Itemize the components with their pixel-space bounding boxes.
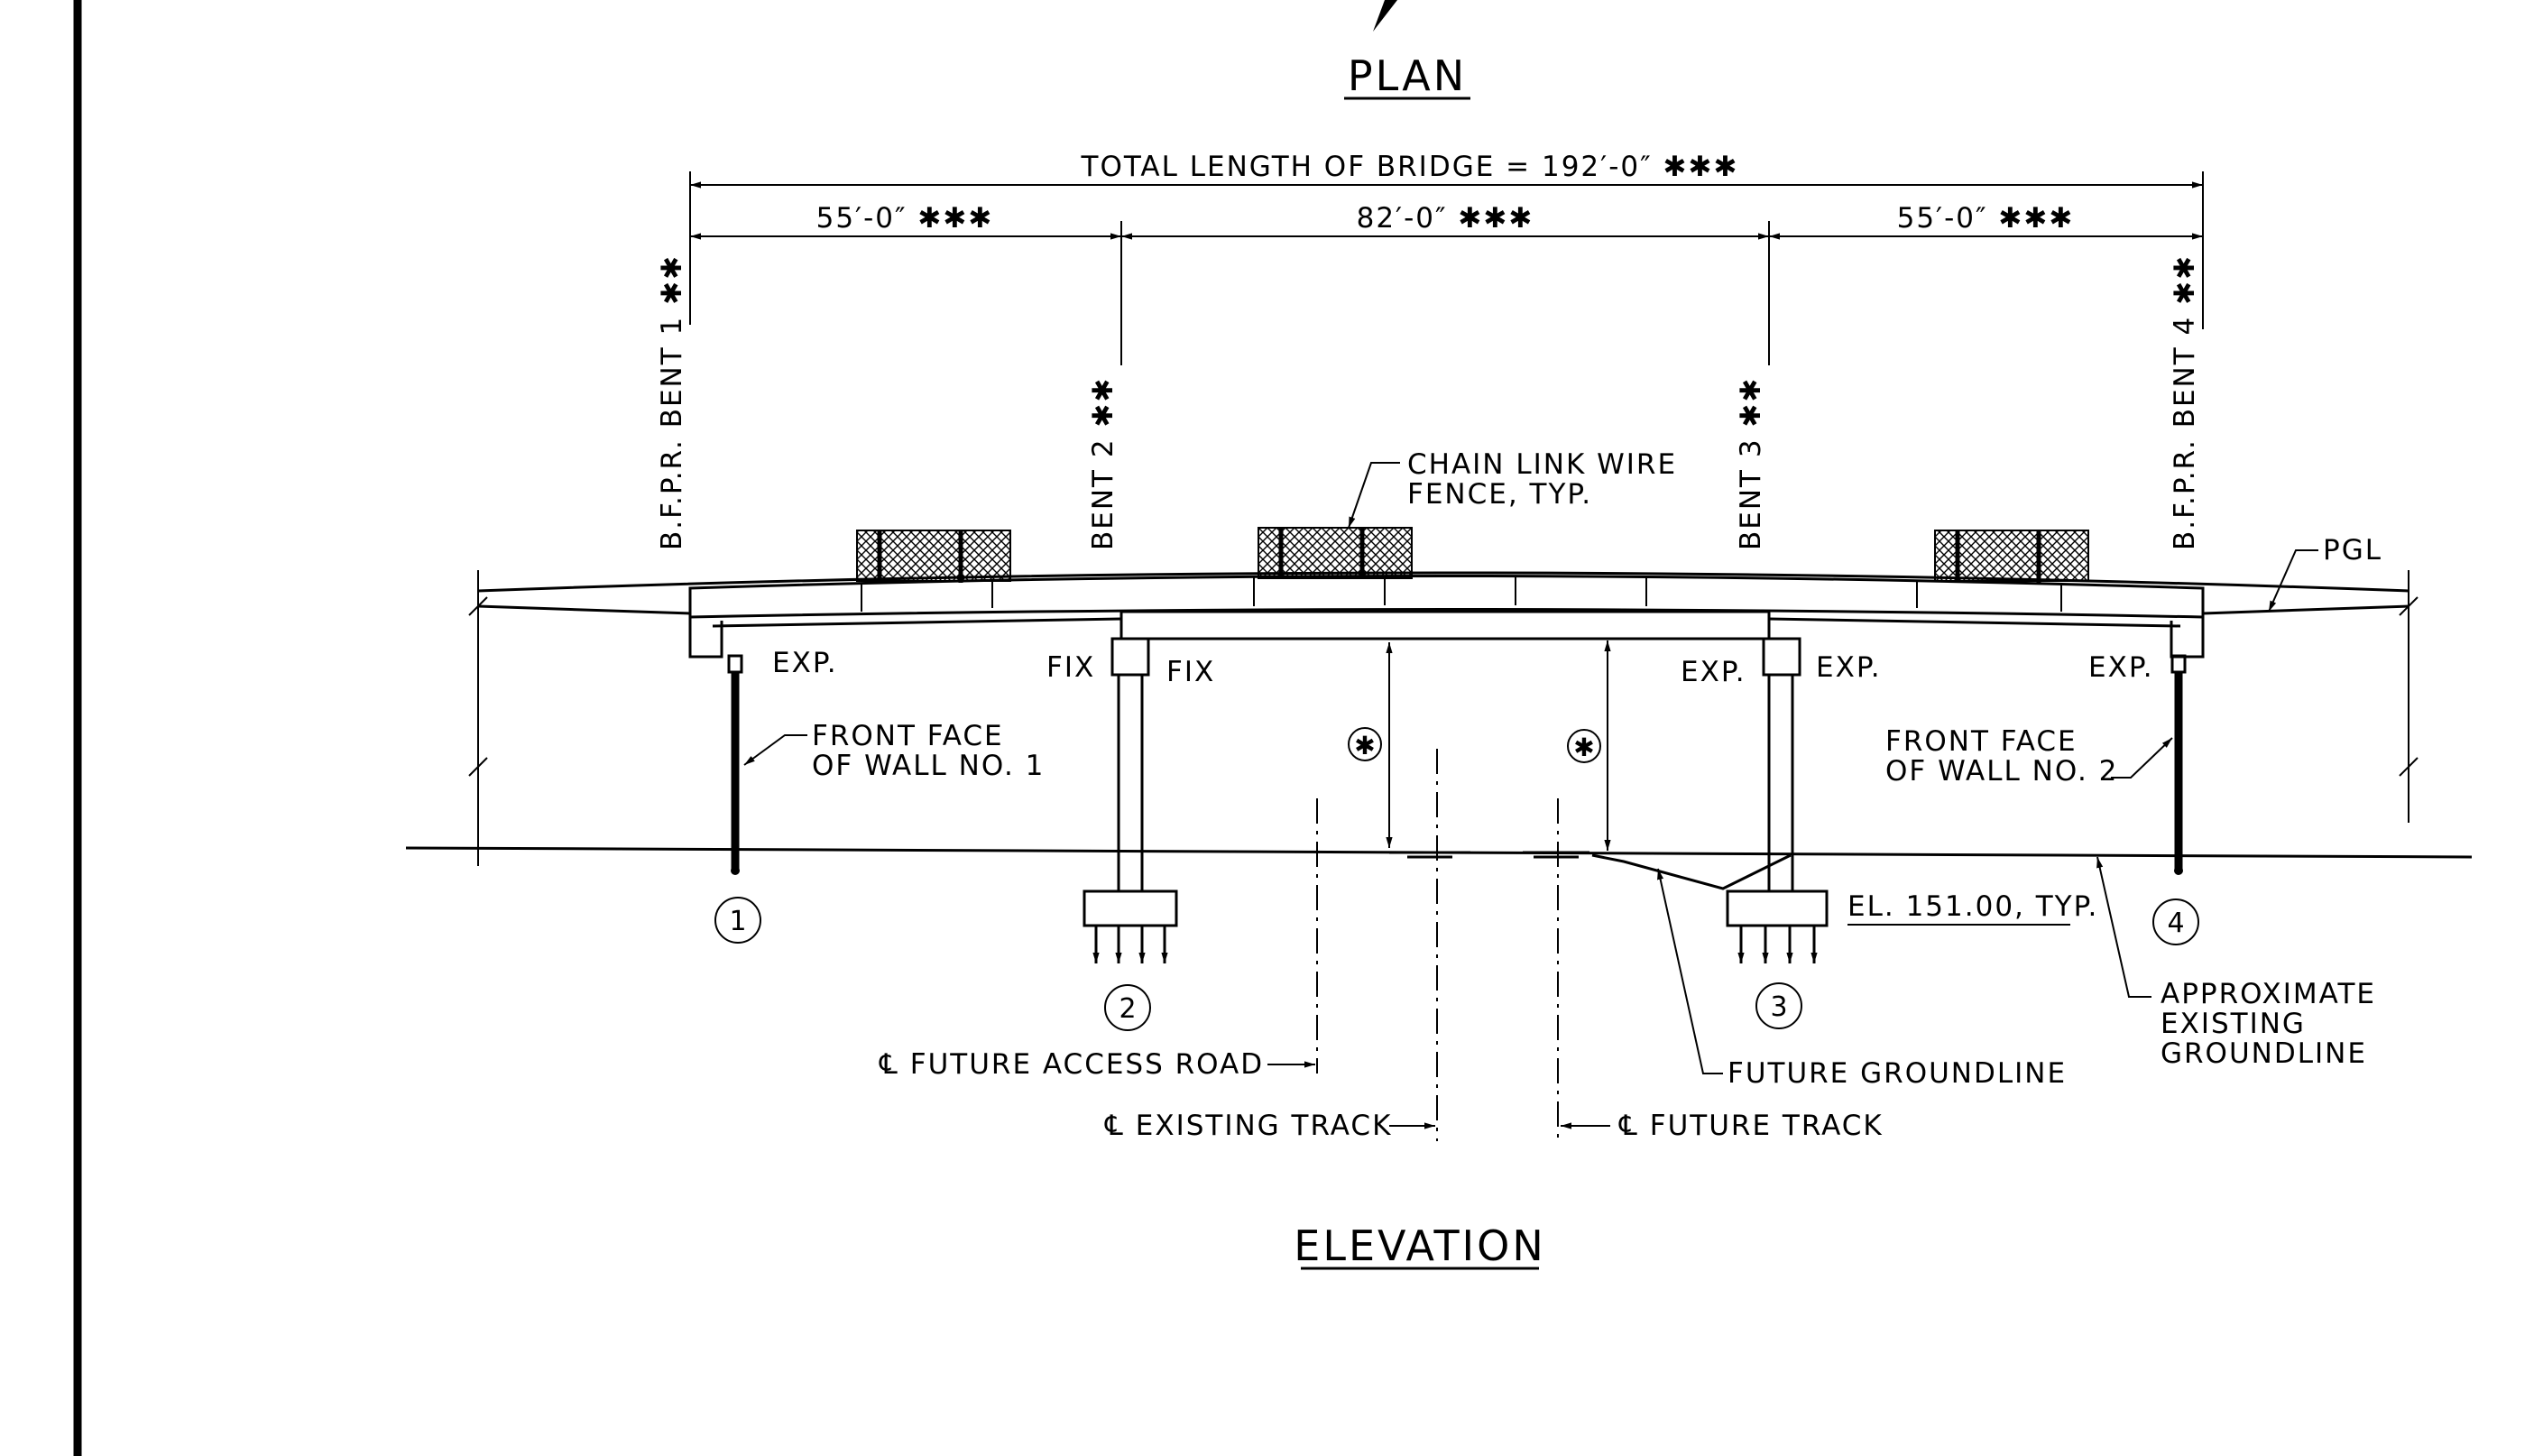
- future-access-road-label: ℄ FUTURE ACCESS ROAD: [879, 1048, 1264, 1081]
- elevation-title: ELEVATION: [1294, 1221, 1545, 1270]
- bearing-exp-bent-4: EXP.: [2088, 651, 2154, 684]
- wall-1-leader: [743, 734, 807, 766]
- bearing-exp-bent-3-right: EXP.: [1816, 651, 1882, 684]
- fence-label-line2: FENCE, TYP.: [1407, 478, 1592, 511]
- clearance-marker-2-circle: [1567, 729, 1601, 763]
- bent-4-label: B.F.P.R. BENT 4 ✱✱: [2169, 254, 2201, 550]
- existing-groundline-label-line3: GROUNDLINE: [2161, 1037, 2367, 1070]
- wall-2-leader: [2111, 737, 2173, 779]
- north-arrow: [1373, 0, 1397, 32]
- future-track-label: ℄ FUTURE TRACK: [1618, 1110, 1884, 1142]
- chain-link-fence: [856, 527, 2089, 583]
- wall-2-label-line2: OF WALL NO. 2: [1885, 755, 2118, 788]
- bent-4-number: 4: [2167, 908, 2184, 939]
- span-1-label: 55′-0″ ✱✱✱: [816, 202, 994, 235]
- clearance-marker-2: ✱: [1573, 733, 1594, 762]
- pgl-leader: [2268, 549, 2318, 613]
- span-3-label: 55′-0″ ✱✱✱: [1897, 202, 2075, 235]
- bearing-fix-bent-2-left: FIX: [1046, 651, 1095, 684]
- clearance-marker-1: ✱: [1354, 731, 1375, 760]
- bent-3-number-circle: [1755, 982, 1802, 1029]
- bearing-exp-bent-1: EXP.: [772, 647, 838, 679]
- wall-2-label-line1: FRONT FACE: [1885, 725, 2078, 758]
- pgl-label: PGL: [2323, 534, 2382, 567]
- bent-3-label: BENT 3 ✱✱: [1735, 377, 1767, 550]
- interior-bents: [1083, 637, 1829, 963]
- clearance-marker-1-circle: [1348, 727, 1382, 761]
- bent-3-number: 3: [1770, 991, 1787, 1023]
- future-groundline: [1591, 853, 1792, 890]
- existing-groundline-label-line1: APPROXIMATE: [2161, 978, 2376, 1010]
- fence-leader: [1348, 462, 1400, 529]
- elevation-typ-label: EL. 151.00, TYP.: [1847, 890, 2098, 923]
- total-length-label: TOTAL LENGTH OF BRIDGE = 192′-0″ ✱✱✱: [1081, 151, 1739, 183]
- wall-1-label-line1: FRONT FACE: [812, 720, 1004, 752]
- plan-title: PLAN: [1348, 51, 1467, 100]
- existing-groundline-label-line2: EXISTING: [2161, 1008, 2306, 1040]
- abutment-walls: [727, 654, 2187, 875]
- bridge-superstructure: [477, 571, 2409, 659]
- future-groundline-label: FUTURE GROUNDLINE: [1728, 1057, 2067, 1090]
- bearing-exp-bent-3-left: EXP.: [1681, 656, 1746, 688]
- wall-1-label-line2: OF WALL NO. 1: [812, 750, 1045, 782]
- bent-1-number-circle: [714, 897, 761, 944]
- bent-4-number-circle: [2152, 898, 2199, 945]
- track-ties: [1389, 851, 1589, 859]
- break-lines: [468, 570, 2419, 866]
- bent-1-number: 1: [729, 906, 746, 937]
- bent-2-number: 2: [1119, 993, 1136, 1025]
- span-2-label: 82′-0″ ✱✱✱: [1357, 202, 1534, 235]
- fence-label-line1: CHAIN LINK WIRE: [1407, 448, 1677, 481]
- bent-1-label: B.F.P.R. BENT 1 ✱✱: [656, 254, 688, 550]
- bent-2-label: BENT 2 ✱✱: [1087, 377, 1119, 550]
- existing-groundline-leader: [2096, 856, 2151, 998]
- future-groundline-leader: [1657, 868, 1723, 1074]
- bearing-fix-bent-2-right: FIX: [1166, 656, 1215, 688]
- existing-track-label: ℄ EXISTING TRACK: [1104, 1110, 1392, 1142]
- bent-2-number-circle: [1104, 984, 1151, 1031]
